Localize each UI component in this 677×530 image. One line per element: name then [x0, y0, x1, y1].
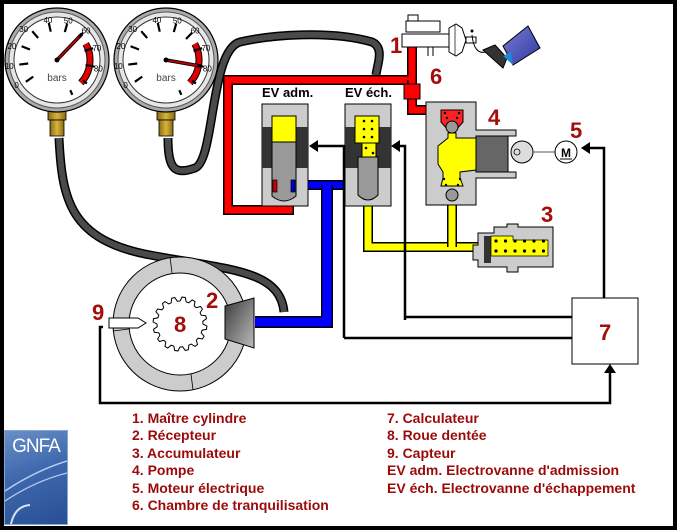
- wire-motor: [590, 146, 606, 298]
- gauge-tick-label: 40: [43, 16, 52, 25]
- tranquilisation-chamber: [403, 83, 421, 100]
- motor-symbol: M: [561, 146, 571, 160]
- legend-left: 1. Maître cylindre 2. Récepteur 3. Accum…: [132, 410, 329, 514]
- legend-item: 7. Calculateur: [387, 410, 479, 426]
- wheel-assembly: [108, 256, 255, 392]
- gauge-tick-label: 50: [173, 17, 182, 26]
- legend-item: 3. Accumulateur: [132, 444, 241, 461]
- gauge-tick-label: 20: [116, 42, 125, 51]
- gauge-tick-label: 60: [82, 27, 91, 36]
- gnfa-logo: GNFA: [4, 430, 68, 525]
- number-6: 6: [430, 64, 442, 89]
- gauge-tick-label: 20: [7, 42, 16, 51]
- legend-item: 9. Capteur: [387, 444, 456, 461]
- control-wires: [98, 144, 612, 405]
- gauge-tick-label: 10: [114, 62, 123, 71]
- gauge-tick-label: 10: [5, 62, 14, 71]
- ev-ech-valve: [344, 103, 392, 207]
- gauge-hoses: [54, 30, 384, 313]
- gauge-tick-label: 70: [92, 44, 101, 53]
- number-9: 9: [92, 300, 104, 325]
- diagram-panel: [4, 4, 673, 526]
- logo-swoosh-icon: [5, 460, 67, 524]
- wheel-sensor: [108, 317, 147, 329]
- number-8: 8: [174, 312, 186, 337]
- master-pressure-line: [223, 42, 430, 215]
- wire-arrowheads: [309, 140, 616, 373]
- legend-item: EV éch. Electrovanne d'échappement: [387, 479, 636, 496]
- wire-ev-adm: [318, 144, 346, 338]
- logo-text: GNFA: [12, 436, 61, 457]
- wire-sensor: [98, 325, 612, 405]
- foot-pedal-icon: [482, 25, 541, 69]
- legend-item: 2. Récepteur: [132, 427, 217, 444]
- master-cylinder: [401, 14, 487, 57]
- gauge-tick-label: 80: [94, 64, 103, 73]
- legend-item: 8. Roue dentée: [387, 427, 487, 444]
- gauge-tick-label: 50: [64, 17, 73, 26]
- number-7: 7: [599, 320, 611, 345]
- gauge-tick-label: 60: [191, 27, 200, 36]
- legend-right: 7. Calculateur 8. Roue dentée 9. Capteur…: [387, 410, 635, 497]
- number-5: 5: [570, 118, 582, 143]
- label-ev-ech: EV éch.: [345, 85, 392, 100]
- wire-ev-ech: [400, 144, 407, 320]
- gauge-tick-label: 80: [203, 64, 212, 73]
- ev-adm-valve: [261, 103, 309, 207]
- legend-item: 5. Moteur électrique: [132, 479, 265, 496]
- legend-item: EV adm. Electrovanne d'admission: [387, 462, 620, 479]
- gauge-unit: bars: [156, 73, 175, 84]
- ecu-box: [571, 297, 639, 365]
- accumulator: [472, 223, 554, 273]
- gauge-unit: bars: [47, 73, 66, 84]
- pump: [425, 101, 517, 206]
- gauge-tick-label: 70: [201, 44, 210, 53]
- label-ev-adm: EV adm.: [262, 85, 313, 100]
- receiver-caliper: [224, 297, 255, 349]
- number-4: 4: [488, 105, 501, 130]
- gauge-tick-label: 30: [19, 25, 28, 34]
- number-2: 2: [206, 288, 218, 313]
- gauge-tick-label: 30: [128, 25, 137, 34]
- number-1: 1: [390, 33, 402, 58]
- legend-item: 6. Chambre de tranquilisation: [132, 497, 329, 514]
- tone-wheel: [152, 296, 208, 352]
- gauge-tick-label: 0: [14, 81, 19, 90]
- electric-motor: M: [510, 140, 578, 164]
- gauge-tick-label: 0: [123, 81, 128, 90]
- gauge-tick-label: 40: [152, 16, 161, 25]
- legend-item: 1. Maître cylindre: [132, 410, 247, 426]
- number-3: 3: [541, 202, 553, 227]
- legend-item: 4. Pompe: [132, 462, 195, 479]
